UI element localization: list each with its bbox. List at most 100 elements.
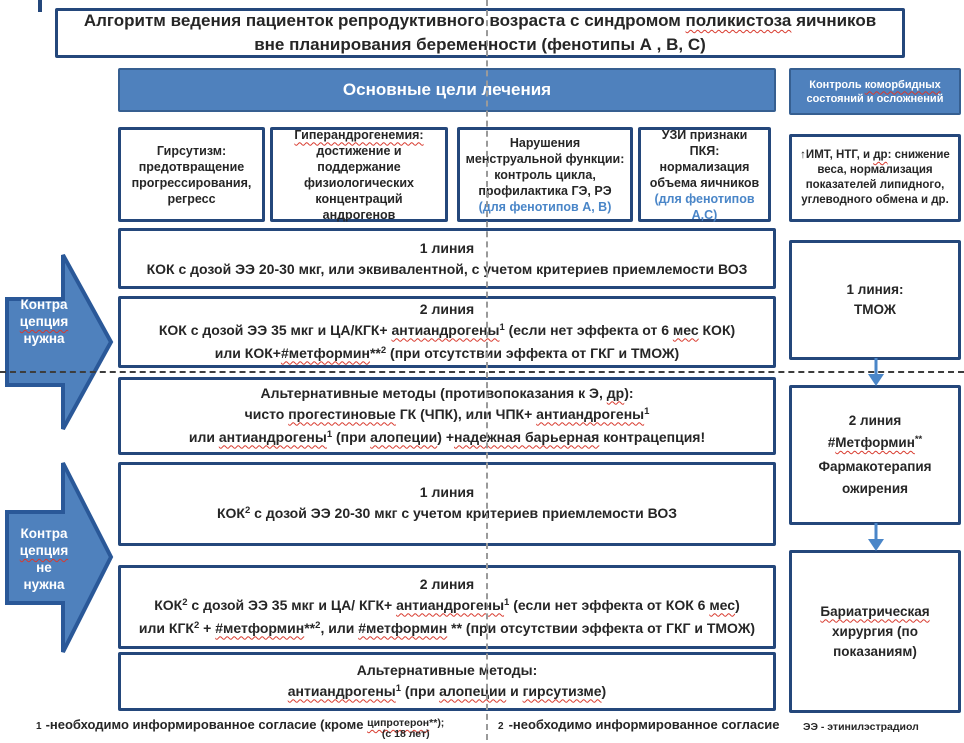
right-box-line1-tmozh: 1 линия: ТМОЖ bbox=[789, 240, 961, 360]
seg-wavy: алопеции bbox=[439, 682, 507, 699]
horizontal-dashed-divider bbox=[0, 371, 964, 373]
seg: ** bbox=[304, 619, 316, 636]
seg: ↑ИМТ, НТГ, и bbox=[800, 149, 874, 161]
seg: или bbox=[188, 428, 219, 445]
seg: ) bbox=[735, 596, 740, 613]
seg: Контра bbox=[20, 526, 68, 541]
main-goals-header: Основные цели лечения bbox=[118, 68, 776, 112]
seg-wavy: коморбидных bbox=[864, 78, 941, 91]
seg: ) + bbox=[437, 428, 455, 445]
seg: 1 линия: bbox=[846, 282, 904, 297]
seg: КОК с дозой ЭЭ 35 мкг и ЦА/КГК+ bbox=[158, 321, 392, 338]
seg-wavy: #метформин bbox=[280, 344, 370, 361]
corner-accent-line bbox=[38, 0, 42, 12]
treatment-box-line2-contraception: 2 линия КОК с дозой ЭЭ 35 мкг и ЦА/КГК+ … bbox=[118, 296, 776, 368]
box-line: чисто прогестиновые ГК (ЧПК), или ЧПК+ а… bbox=[245, 404, 650, 427]
superscript: 1 bbox=[499, 321, 505, 333]
seg-wavy: цепция bbox=[19, 314, 69, 329]
seg-blue: (для фенотипов А, В) bbox=[478, 199, 612, 214]
box-line: КОК2 с дозой ЭЭ 20-30 мкг с учетом крите… bbox=[217, 503, 677, 526]
seg-wavy: гирсутизме bbox=[522, 682, 602, 699]
main-goals-header-label: Основные цели лечения bbox=[342, 80, 552, 99]
seg-wavy: #метформин bbox=[358, 619, 448, 636]
box-line: КОК2 с дозой ЭЭ 35 мкг и ЦА/ КГК+ антиан… bbox=[154, 595, 740, 618]
box-line: или КГК2 + #метформин**2, или #метформин… bbox=[139, 618, 755, 641]
seg-wavy: #метформин bbox=[215, 619, 305, 636]
box-heading: 2 линия bbox=[419, 575, 475, 592]
superscript: 1 bbox=[644, 405, 650, 417]
seg-wavy: антиандрогены bbox=[287, 682, 396, 699]
seg-wavy: алопеции bbox=[370, 428, 438, 445]
box-body: КОК с дозой ЭЭ 20-30 мкг, или эквивалент… bbox=[146, 260, 748, 277]
footnote-small-stack: ципротерон**); (с 18 лет) bbox=[367, 718, 444, 740]
footnote-text: ЭЭ - этинилэстрадиол bbox=[803, 721, 919, 733]
box-line: КОК с дозой ЭЭ 35 мкг и ЦА/КГК+ антиандр… bbox=[159, 320, 735, 343]
seg: достижение и поддержание физиологических… bbox=[303, 143, 415, 222]
vertical-dashed-divider bbox=[486, 0, 488, 740]
superscript: 1 bbox=[326, 428, 333, 440]
seg: или КОК+ bbox=[214, 344, 281, 361]
goal-ultrasound-label: УЗИ признаки ПКЯ: нормализация объема яи… bbox=[646, 127, 763, 223]
contraception-needed-arrow bbox=[5, 254, 114, 430]
seg-blue: (для фенотипов А,С) bbox=[654, 191, 755, 222]
seg-wavy: ципротерон bbox=[367, 717, 430, 729]
footnote-2: 2 -необходимо информированное согласие bbox=[498, 714, 780, 732]
down-arrow-icon bbox=[868, 523, 884, 551]
superscript: 1 bbox=[395, 682, 402, 694]
seg: , или bbox=[320, 619, 359, 636]
seg: ) bbox=[601, 682, 607, 699]
seg-line: ципротерон**); bbox=[367, 718, 444, 729]
seg: КОК) bbox=[698, 321, 736, 338]
seg: хирургия (по показаниям) bbox=[832, 623, 918, 659]
footnote-marker: 1 bbox=[36, 721, 42, 732]
seg: ГК (ЧПК), или ЧПК+ bbox=[395, 405, 537, 422]
comorbidity-header-label: Контроль коморбидных состояний и осложне… bbox=[797, 78, 953, 106]
seg: чисто bbox=[244, 405, 289, 422]
seg: (если нет эффекта от КОК 6 bbox=[509, 596, 710, 613]
seg: Контроль bbox=[809, 78, 865, 91]
seg-wavy: Бариатрическая bbox=[820, 603, 930, 619]
page-title-text: Алгоритм ведения пациенток репродуктивно… bbox=[72, 9, 888, 57]
box-heading: 1 линия bbox=[419, 484, 475, 500]
treatment-box-alternative-no-contraception: Альтернативные методы: антиандрогены1 (п… bbox=[118, 652, 776, 711]
seg: КОК bbox=[154, 596, 183, 613]
superscript: ** bbox=[914, 434, 923, 445]
seg-wavy: антиандрогены bbox=[391, 321, 500, 338]
footnote-1: 1 -необходимо информированное согласие (… bbox=[36, 714, 444, 740]
seg: (при bbox=[401, 682, 440, 699]
contraception-needed-label: Контра цепция нужна bbox=[11, 296, 77, 347]
seg-wavy: антиандрогены bbox=[218, 428, 327, 445]
goal-box-menstrual: Нарушения менструальной функции: контрол… bbox=[457, 127, 633, 222]
seg: ожирения bbox=[841, 481, 909, 496]
seg: КОК bbox=[216, 505, 245, 521]
comorbidity-header: Контроль коморбидных состояний и осложне… bbox=[789, 68, 961, 115]
comorbidity-goal-label: ↑ИМТ, НТГ, и др: снижение веса, нормализ… bbox=[800, 148, 950, 208]
seg: ** (при отсутствии эффекта от ГКГ и ТМОЖ… bbox=[447, 619, 756, 636]
goal-box-hirsutism: Гирсутизм: предотвращение прогрессирован… bbox=[118, 127, 265, 222]
page-title: Алгоритм ведения пациенток репродуктивно… bbox=[55, 8, 905, 58]
treatment-box-line2-no-contraception: 2 линия КОК2 с дозой ЭЭ 35 мкг и ЦА/ КГК… bbox=[118, 565, 776, 649]
bariatric-label: Бариатрическая хирургия (по показаниям) bbox=[802, 602, 948, 662]
footnote-marker: 2 bbox=[498, 721, 504, 732]
seg: Альтернативные методы (противопоказания … bbox=[260, 384, 607, 401]
seg: 2 линия bbox=[848, 413, 902, 428]
superscript: 2 bbox=[193, 619, 200, 631]
superscript: 2 bbox=[315, 619, 321, 631]
seg-wavy: цепция bbox=[19, 543, 69, 558]
seg: не bbox=[36, 560, 52, 575]
box-line: антиандрогены1 (при алопеции и гирсутизм… bbox=[288, 681, 606, 704]
box-line: или антиандрогены1 (при алопеции) +надеж… bbox=[189, 427, 705, 450]
seg-wavy: др bbox=[873, 149, 888, 161]
seg: и bbox=[506, 682, 523, 699]
seg: Фармакотерапия bbox=[818, 459, 932, 474]
goal-box-hyperandrogenemia: Гиперандрогенемия: достижение и поддержа… bbox=[270, 127, 448, 222]
seg: ): bbox=[624, 384, 634, 401]
footnote-text: -необходимо информированное согласие bbox=[508, 717, 780, 732]
goal-box-ultrasound: УЗИ признаки ПКЯ: нормализация объема яи… bbox=[638, 127, 771, 222]
box-line: или КОК+#метформин**2 (при отсутствии эф… bbox=[215, 343, 679, 366]
seg-wavy: антиандрогены bbox=[536, 405, 645, 422]
seg: # bbox=[827, 435, 836, 450]
seg: с дозой ЭЭ 35 мкг и ЦА/ КГК+ bbox=[187, 596, 397, 613]
title-seg: яичников вне планирования беременности (… bbox=[254, 11, 877, 54]
seg-wavy: мес bbox=[672, 321, 699, 338]
